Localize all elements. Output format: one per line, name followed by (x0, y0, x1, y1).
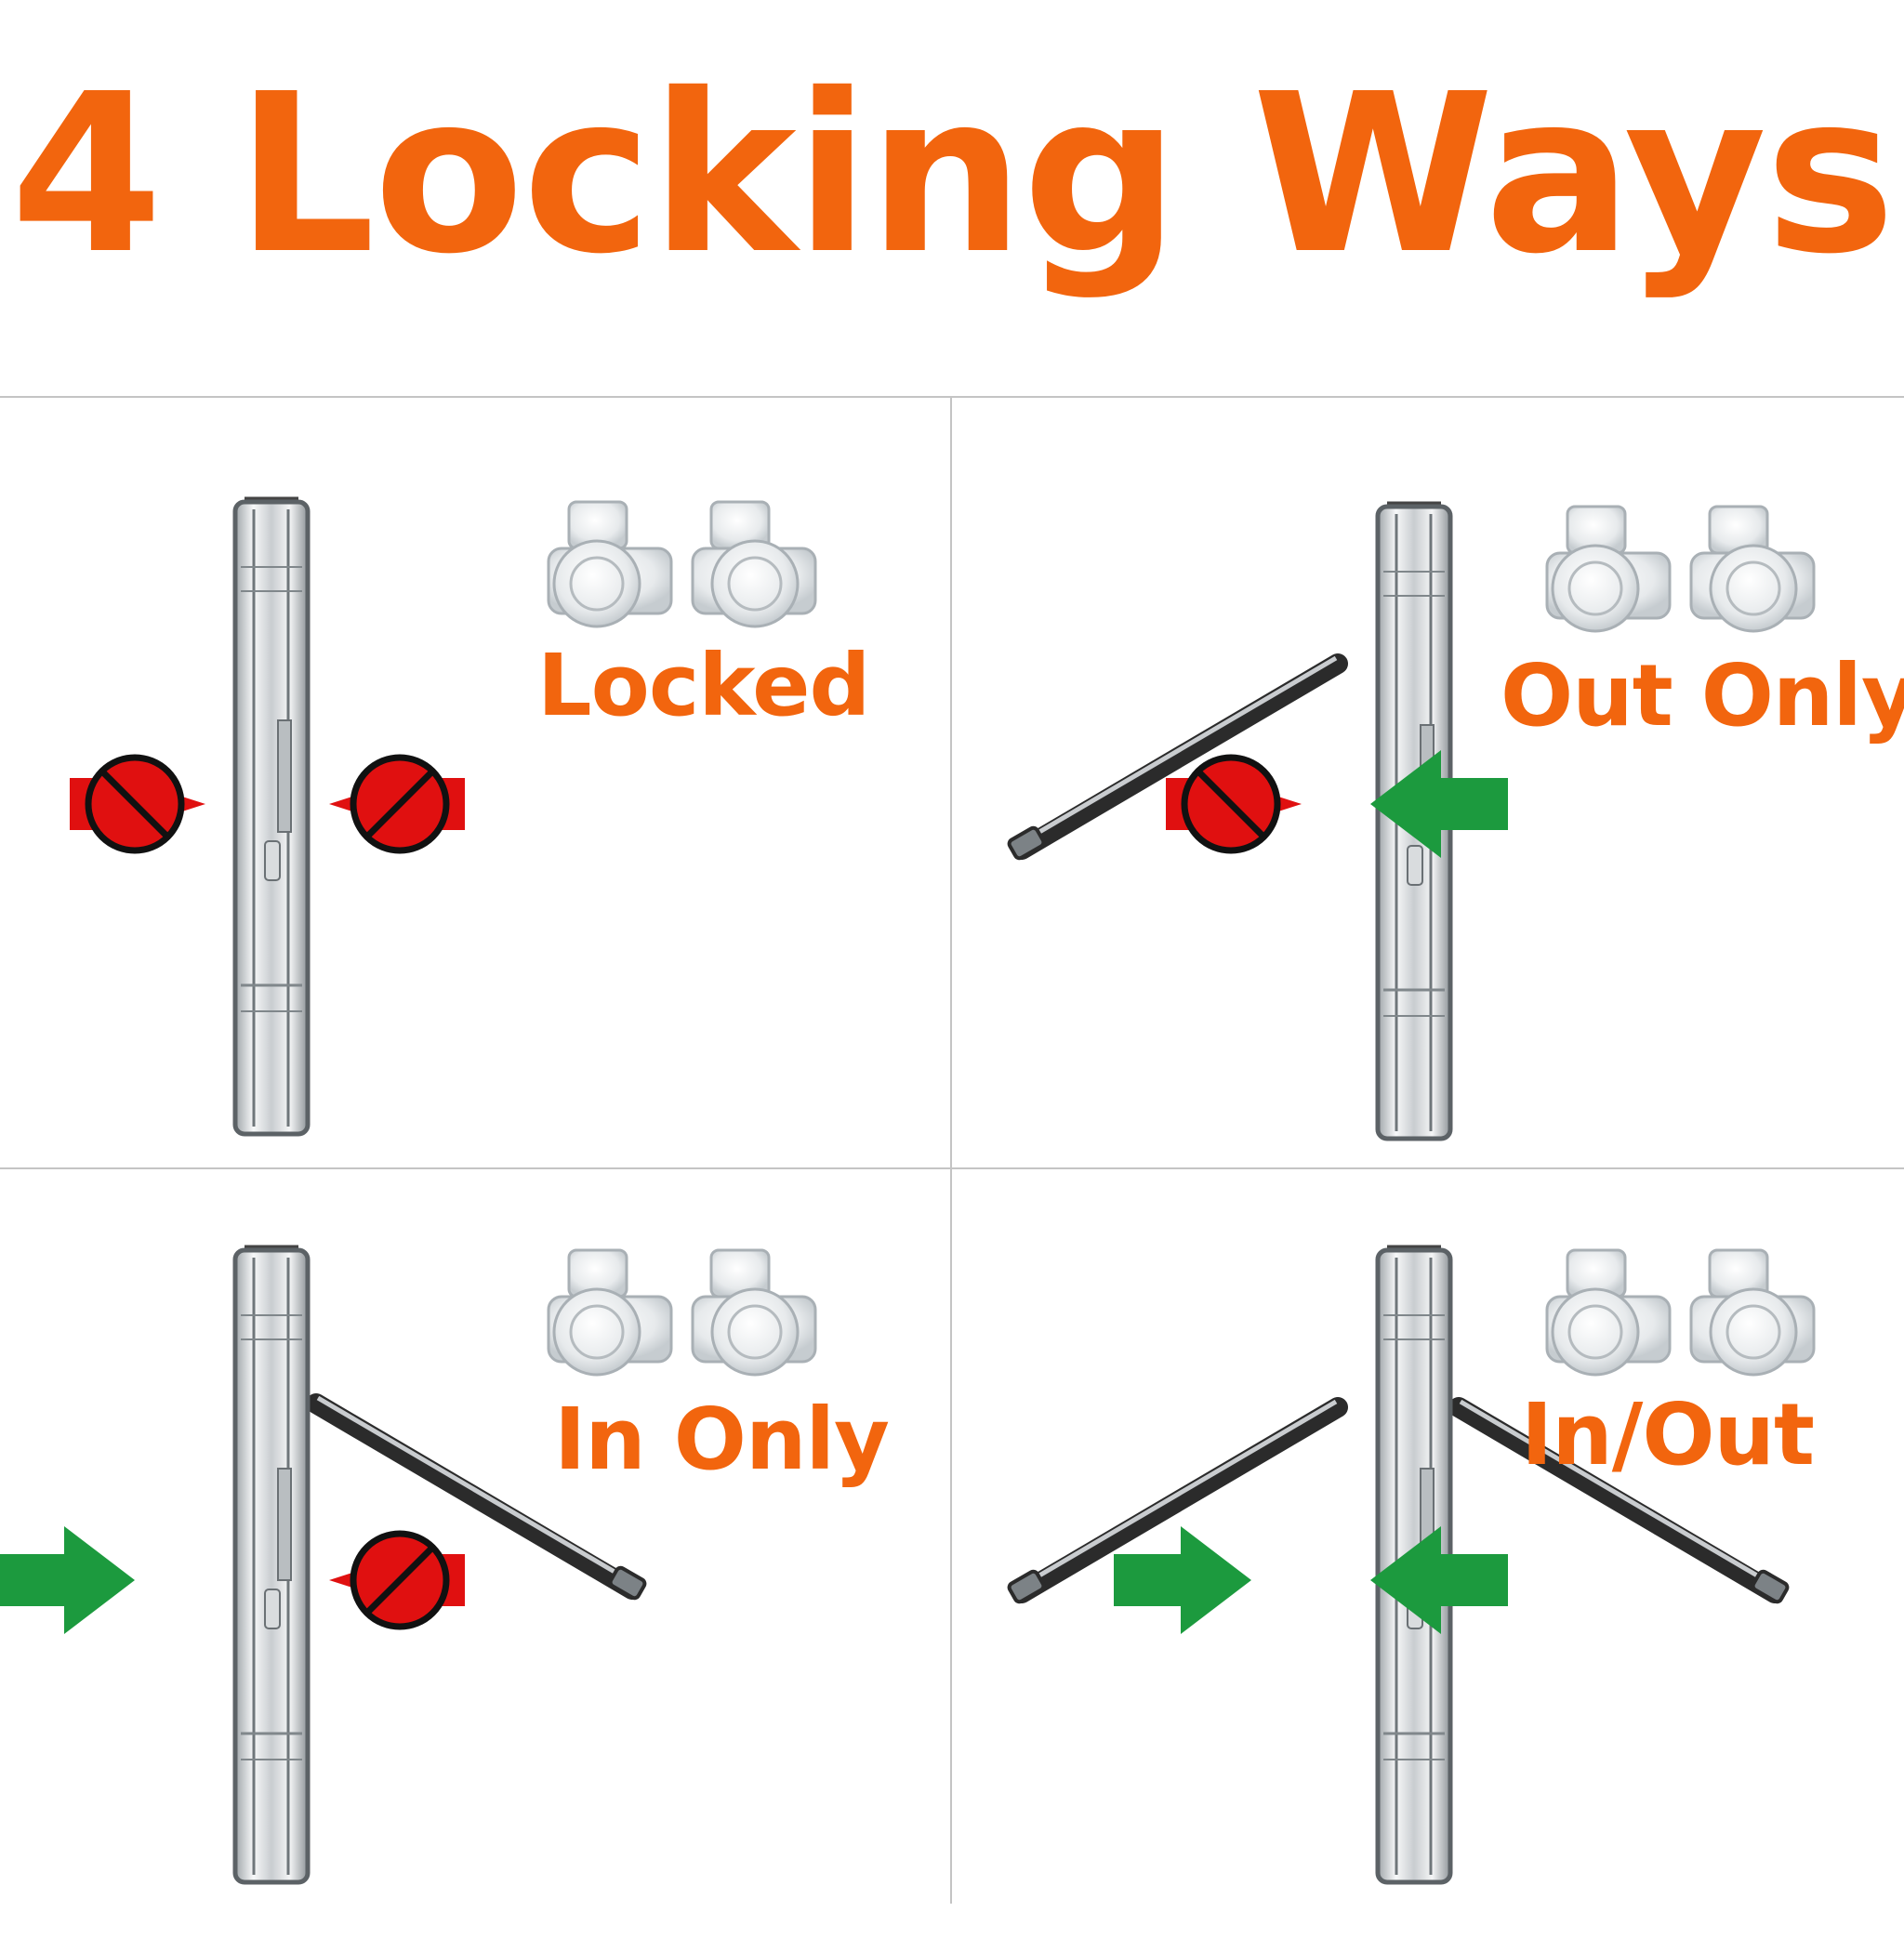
panel-in-only: In Only (0, 1171, 948, 1938)
panel-label: Locked (537, 636, 870, 735)
stopper-pair (547, 500, 817, 628)
stopper-pair (1545, 1248, 1816, 1377)
stopper-pair (1545, 505, 1816, 633)
no-entry-arrow-icon (329, 1530, 465, 1630)
door-frame (232, 1245, 311, 1885)
out-only-diagram (1007, 501, 1816, 1141)
green-arrow-icon (1370, 750, 1508, 858)
window-sash-open-out (1007, 653, 1348, 861)
horizontal-divider-middle (0, 1167, 1904, 1169)
horizontal-divider-top (0, 396, 1904, 398)
green-arrow-icon (1370, 1526, 1508, 1634)
in-out-diagram (1007, 1245, 1816, 1885)
window-sash-open-in (306, 1393, 647, 1601)
in-only-diagram (0, 1245, 817, 1885)
panel-in-out: In/Out (952, 1171, 1900, 1938)
locked-diagram (70, 496, 817, 1137)
panel-out-only: Out Only (952, 400, 1904, 1167)
green-arrow-icon (0, 1526, 135, 1634)
page-title: 4 Locking Ways (10, 46, 1896, 302)
green-arrow-icon (1114, 1526, 1251, 1634)
panel-label: In Only (554, 1390, 890, 1489)
panel-locked: Locked (0, 400, 948, 1167)
door-frame (232, 496, 311, 1137)
no-entry-arrow-icon (70, 754, 205, 854)
window-sash-open-out (1007, 1397, 1348, 1604)
vertical-divider (950, 396, 952, 1904)
panel-label: Out Only (1501, 646, 1904, 745)
window-sash-open-in (1448, 1397, 1790, 1604)
stopper-pair (547, 1248, 817, 1377)
no-entry-arrow-icon (1166, 754, 1302, 854)
panel-label: In/Out (1521, 1385, 1815, 1484)
no-entry-arrow-icon (329, 754, 465, 854)
